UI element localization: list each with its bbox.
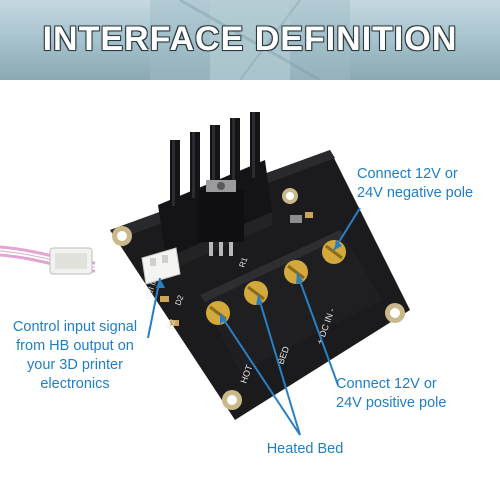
silk-r1: R1 bbox=[237, 255, 249, 268]
control-header-connector bbox=[141, 247, 181, 285]
banner-background-graphic bbox=[150, 0, 350, 80]
screw-terminal-block bbox=[200, 230, 382, 372]
wire-connector-plug bbox=[49, 247, 93, 275]
label-negative-pole: Connect 12V or 24V negative pole bbox=[357, 165, 473, 203]
label-heated-bed: Heated Bed bbox=[250, 440, 360, 459]
pointer-positive-pole bbox=[296, 272, 339, 386]
negative-pole-line1: Connect 12V or bbox=[357, 166, 458, 182]
silk-r2: R2 bbox=[165, 317, 177, 330]
control-line4: electronics bbox=[40, 376, 110, 392]
banner-title: INTERFACE DEFINITION bbox=[42, 20, 458, 58]
control-line3: your 3D printer bbox=[27, 357, 123, 373]
positive-pole-line2: 24V positive pole bbox=[336, 395, 447, 411]
label-positive-pole: Connect 12V or 24V positive pole bbox=[336, 375, 446, 413]
heated-bed-text: Heated Bed bbox=[266, 441, 344, 457]
mosfet-transistor bbox=[198, 180, 244, 256]
label-control-input: Control input signal from HB output on y… bbox=[0, 318, 150, 394]
pointer-heated-bed-left bbox=[257, 294, 301, 436]
negative-pole-line2: 24V negative pole bbox=[357, 185, 474, 201]
positive-pole-line1: Connect 12V or bbox=[336, 376, 437, 392]
pointer-heated-bed-right bbox=[219, 313, 301, 436]
silk-d2: D2 bbox=[173, 293, 185, 306]
control-line2: from HB output on bbox=[16, 338, 134, 354]
control-line1: Control input signal bbox=[12, 319, 138, 335]
smd-components bbox=[160, 212, 313, 326]
header-banner: INTERFACE DEFINITION bbox=[0, 0, 500, 80]
annotation-arrowheads bbox=[156, 240, 342, 324]
